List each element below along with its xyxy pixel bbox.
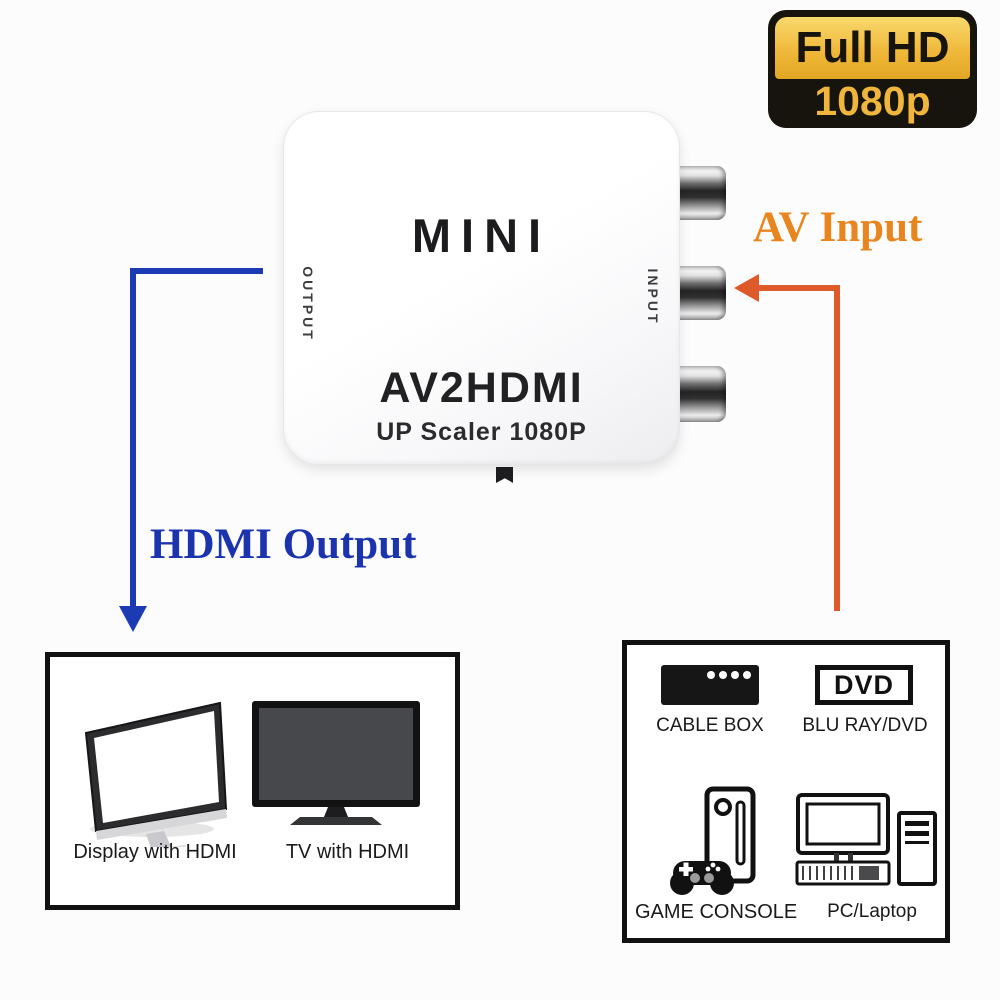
- av-sources-box: DVD CABLE BOX BLU RAY/DVD: [622, 640, 950, 943]
- tv-icon: [252, 701, 420, 825]
- av-input-line-vertical: [834, 285, 840, 611]
- power-port-tab: [496, 467, 513, 483]
- game-console-icon: [670, 786, 756, 895]
- input-side-label: INPUT: [645, 268, 661, 326]
- desktop-monitor-icon: [84, 701, 228, 847]
- hdmi-output-arrowhead-icon: [119, 606, 147, 632]
- model-name: AV2HDMI: [379, 364, 584, 412]
- av2hdmi-converter-device: MINI AV2HDMI UP Scaler 1080P OUTPUT INPU…: [283, 111, 680, 465]
- tv-with-hdmi-label: TV with HDMI: [285, 841, 410, 863]
- resolution-1080p-label: 1080p: [814, 78, 931, 124]
- cable-box-label: CABLE BOX: [656, 715, 764, 736]
- device-tagline: UP Scaler 1080P: [376, 418, 587, 446]
- game-console-label: GAME CONSOLE: [635, 901, 798, 923]
- hdmi-output-line-vertical: [130, 268, 136, 608]
- output-side-label: OUTPUT: [300, 266, 316, 342]
- cable-box-icon: [661, 665, 759, 705]
- brand-logo: MINI: [411, 209, 552, 262]
- pc-desktop-icon: [795, 793, 937, 886]
- av-input-line-horizontal: [758, 285, 840, 291]
- hdmi-devices-box: Display with HDMI TV with HDMI: [45, 652, 460, 910]
- cable-box-led-dots: [707, 671, 751, 679]
- av-input-arrowhead-icon: [734, 274, 759, 302]
- full-hd-badge: Full HD 1080p: [768, 10, 977, 128]
- av-input-label: AV Input: [753, 204, 923, 251]
- blu-ray-dvd-label: BLU RAY/DVD: [802, 715, 928, 736]
- dvd-logo-icon: DVD: [815, 665, 913, 705]
- full-hd-label: Full HD: [775, 17, 970, 79]
- hdmi-output-line-horizontal: [130, 268, 263, 274]
- display-with-hdmi-label: Display with HDMI: [73, 841, 237, 863]
- hdmi-output-label: HDMI Output: [150, 521, 417, 568]
- pc-laptop-label: PC/Laptop: [827, 901, 917, 922]
